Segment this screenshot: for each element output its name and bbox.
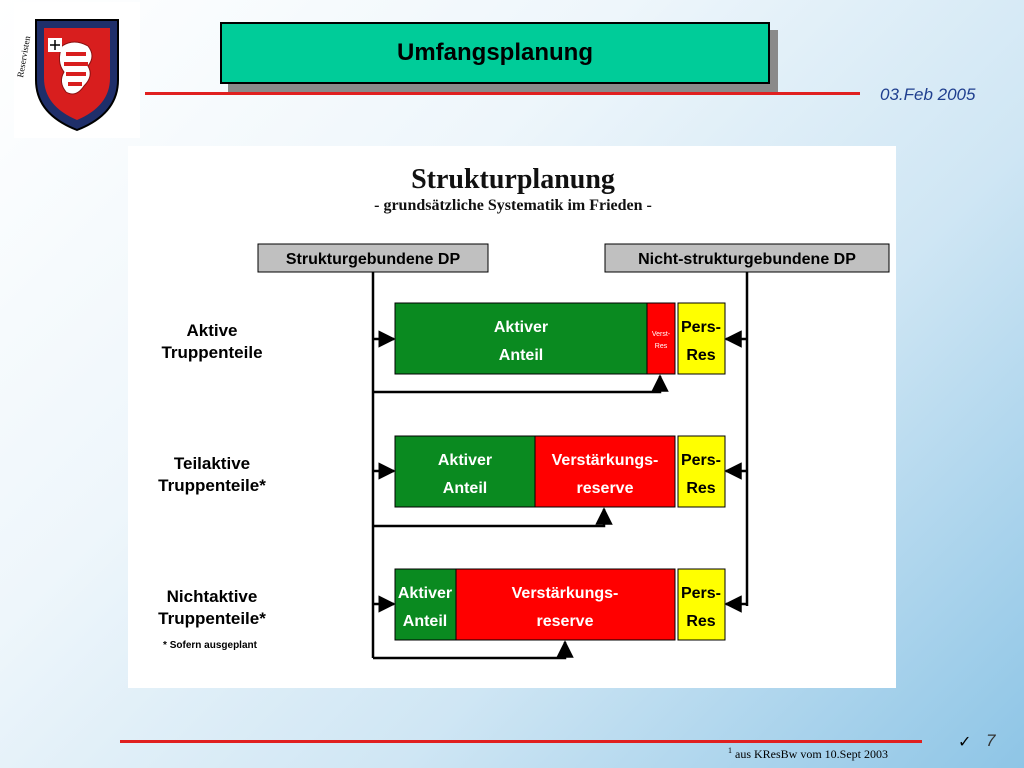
row3-pers-line2: Res <box>686 613 715 630</box>
row1-pers-line1: Pers- <box>681 319 721 336</box>
top-divider <box>145 92 860 95</box>
row3-aktiver-line1: Aktiver <box>398 585 452 602</box>
footnote-marker: 1 <box>728 746 732 755</box>
row3-pers-box <box>677 568 726 641</box>
row3-aktiver-box <box>394 568 457 641</box>
diagram-title: Strukturplanung <box>411 164 615 195</box>
header-right-box <box>604 243 890 273</box>
arrow-row1-bottom <box>373 374 669 394</box>
row1-aktiver-line2: Anteil <box>499 347 543 364</box>
footnote-text: aus KResBw vom 10.Sept 2003 <box>732 747 888 761</box>
row2-label-line2: Truppenteile* <box>158 476 266 495</box>
row3-label-line1: Nichtaktive <box>167 587 258 606</box>
row3-verst-box <box>455 568 676 641</box>
row1-verst-line1: Verst- <box>652 331 671 338</box>
row2-pers-line1: Pers- <box>681 452 721 469</box>
row1-label-line2: Truppenteile <box>161 343 262 362</box>
bottom-divider <box>120 740 922 743</box>
header-left-text: Strukturgebundene DP <box>286 251 461 268</box>
row1-pers-line2: Res <box>686 347 715 364</box>
crest-logo: Reservisten <box>14 2 140 138</box>
diagram-panel: Strukturplanung - grundsätzliche Systema… <box>128 146 896 688</box>
diagram-note: * Sofern ausgeplant <box>163 640 258 651</box>
row2-aktiver-line1: Aktiver <box>438 452 492 469</box>
row1-label-line1: Aktive <box>186 321 237 340</box>
row3-aktiver-line2: Anteil <box>403 613 447 630</box>
slide-title: Umfangsplanung <box>220 22 770 84</box>
row1-aktiver-line1: Aktiver <box>494 319 548 336</box>
row1-pers-box <box>677 302 726 375</box>
row3-verst-line1: Verstärkungs- <box>512 585 619 602</box>
header-right-text: Nicht-strukturgebundene DP <box>638 251 856 268</box>
slide-title-text: Umfangsplanung <box>397 39 593 66</box>
row2-aktiver-box <box>394 435 536 508</box>
header-left-box <box>257 243 489 273</box>
row2-pers-line2: Res <box>686 480 715 497</box>
row2-verst-box <box>534 435 676 508</box>
arrow-row3-bottom <box>373 640 574 660</box>
row1-aktiver-box <box>394 302 648 375</box>
structure-diagram: Strukturplanung - grundsätzliche Systema… <box>158 164 890 660</box>
row1-verst-box <box>646 302 676 375</box>
row1-verst-line2: Res <box>655 343 668 350</box>
arrow-row2-bottom <box>373 507 613 528</box>
row3-verst-line2: reserve <box>537 613 594 630</box>
row3-label-line2: Truppenteile* <box>158 609 266 628</box>
diagram-subtitle: - grundsätzliche Systematik im Frieden - <box>374 197 652 214</box>
check-icon: ✓ <box>958 734 972 751</box>
footnote: 1 aus KResBw vom 10.Sept 2003 <box>728 746 888 762</box>
page-number: 7 <box>986 731 996 750</box>
row2-verst-line2: reserve <box>577 480 634 497</box>
row2-aktiver-line2: Anteil <box>443 480 487 497</box>
slide-date: 03.Feb 2005 <box>880 85 976 104</box>
row2-label-line1: Teilaktive <box>174 454 250 473</box>
row2-verst-line1: Verstärkungs- <box>552 452 659 469</box>
row3-pers-line1: Pers- <box>681 585 721 602</box>
